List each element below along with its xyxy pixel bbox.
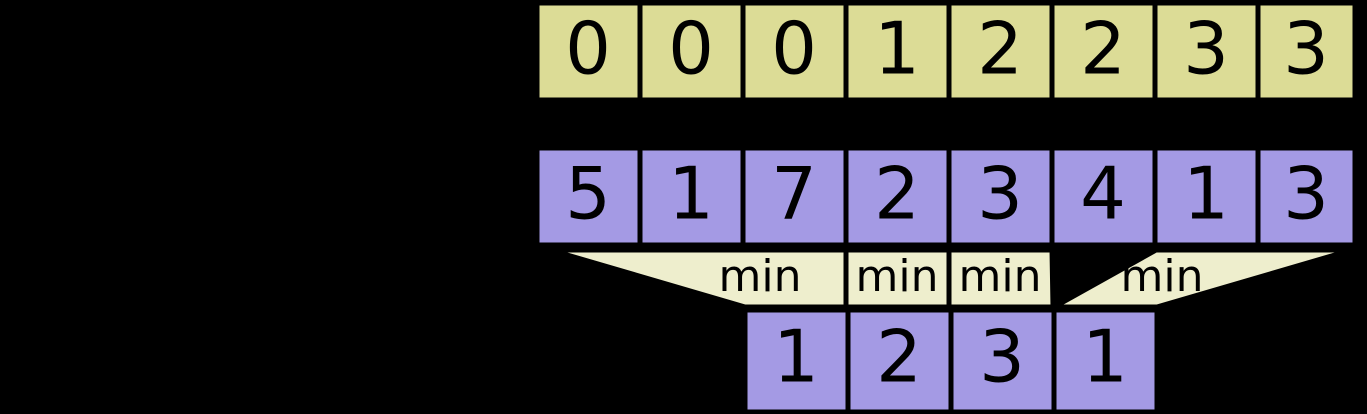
value-cell-6-label: 1 (1183, 152, 1229, 236)
result-cell-3-label: 1 (1082, 315, 1128, 399)
index-cell-2: 0 (740, 0, 849, 103)
result-cell-1-label: 2 (876, 315, 922, 399)
result-cell-2: 3 (948, 307, 1057, 414)
value-cell-1: 1 (637, 145, 746, 248)
value-cell-5-label: 4 (1080, 152, 1126, 236)
min-segment-1-label: min (719, 251, 802, 302)
min-segment-1-shape (549, 247, 849, 310)
value-cell-0: 5 (534, 145, 643, 248)
result-cell-3: 1 (1051, 307, 1160, 414)
index-cell-5-label: 2 (1080, 7, 1126, 91)
min-segment-3-label: min (959, 251, 1042, 302)
index-cell-2-label: 0 (771, 7, 817, 91)
index-cell-5: 2 (1049, 0, 1158, 103)
index-cell-7-label: 3 (1283, 7, 1329, 91)
value-cell-7: 3 (1255, 145, 1358, 248)
value-cell-7-label: 3 (1283, 152, 1329, 236)
index-cell-3-label: 1 (874, 7, 920, 91)
index-cell-1-label: 0 (668, 7, 714, 91)
index-cell-7: 3 (1255, 0, 1358, 103)
min-segment-4-label: min (1121, 251, 1204, 302)
index-cell-3: 1 (843, 0, 952, 103)
index-cell-6: 3 (1152, 0, 1261, 103)
result-cell-0-label: 1 (773, 315, 819, 399)
min-band-diagonal-divider (1051, 247, 1157, 310)
result-cell-2-label: 3 (979, 315, 1025, 399)
value-cell-5: 4 (1049, 145, 1158, 248)
index-cell-1: 0 (637, 0, 746, 103)
value-cell-1-label: 1 (668, 152, 714, 236)
value-cell-6: 1 (1152, 145, 1261, 248)
index-cell-4-label: 2 (977, 7, 1023, 91)
result-cell-1: 2 (845, 307, 954, 414)
value-row: 5 1 7 2 3 4 1 (534, 145, 1358, 248)
value-cell-2-label: 7 (771, 152, 817, 236)
result-cell-0: 1 (742, 307, 851, 414)
min-band: min min min min (549, 247, 1353, 310)
value-cell-4-label: 3 (977, 152, 1023, 236)
index-row: 0 0 0 1 2 2 3 (534, 0, 1358, 103)
result-row: 1 2 3 1 (742, 307, 1160, 414)
index-cell-6-label: 3 (1183, 7, 1229, 91)
value-cell-0-label: 5 (565, 152, 611, 236)
value-cell-2: 7 (740, 145, 849, 248)
index-cell-4: 2 (946, 0, 1055, 103)
value-cell-3: 2 (843, 145, 952, 248)
index-cell-0: 0 (534, 0, 643, 103)
min-segment-2-label: min (856, 251, 939, 302)
index-cell-0-label: 0 (565, 7, 611, 91)
value-cell-4: 3 (946, 145, 1055, 248)
value-cell-3-label: 2 (874, 152, 920, 236)
